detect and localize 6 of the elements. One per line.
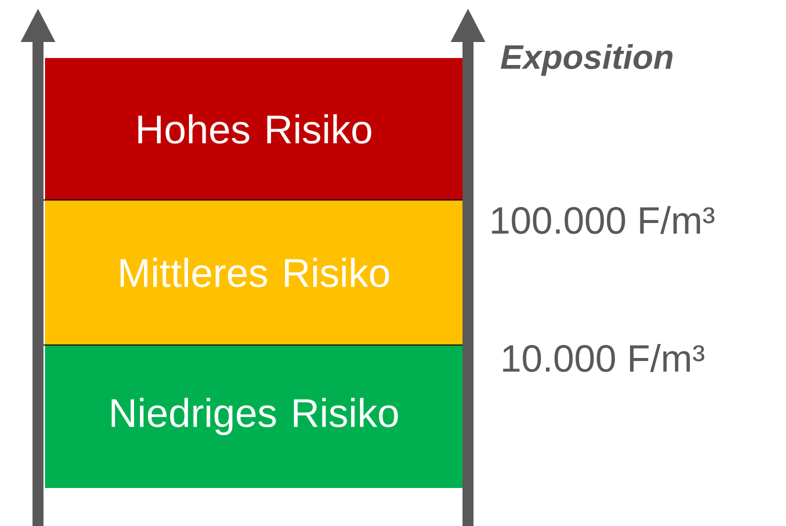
threshold-label: 100.000 F/m³ <box>492 206 714 234</box>
threshold-label: 10.000 F/m³ <box>503 344 704 372</box>
axis-title: Exposition <box>500 44 673 76</box>
risk-band: Hohes Risiko <box>45 58 463 200</box>
risk-band: Mittleres Risiko <box>45 200 463 345</box>
risk-band: Niedriges Risiko <box>45 345 463 488</box>
